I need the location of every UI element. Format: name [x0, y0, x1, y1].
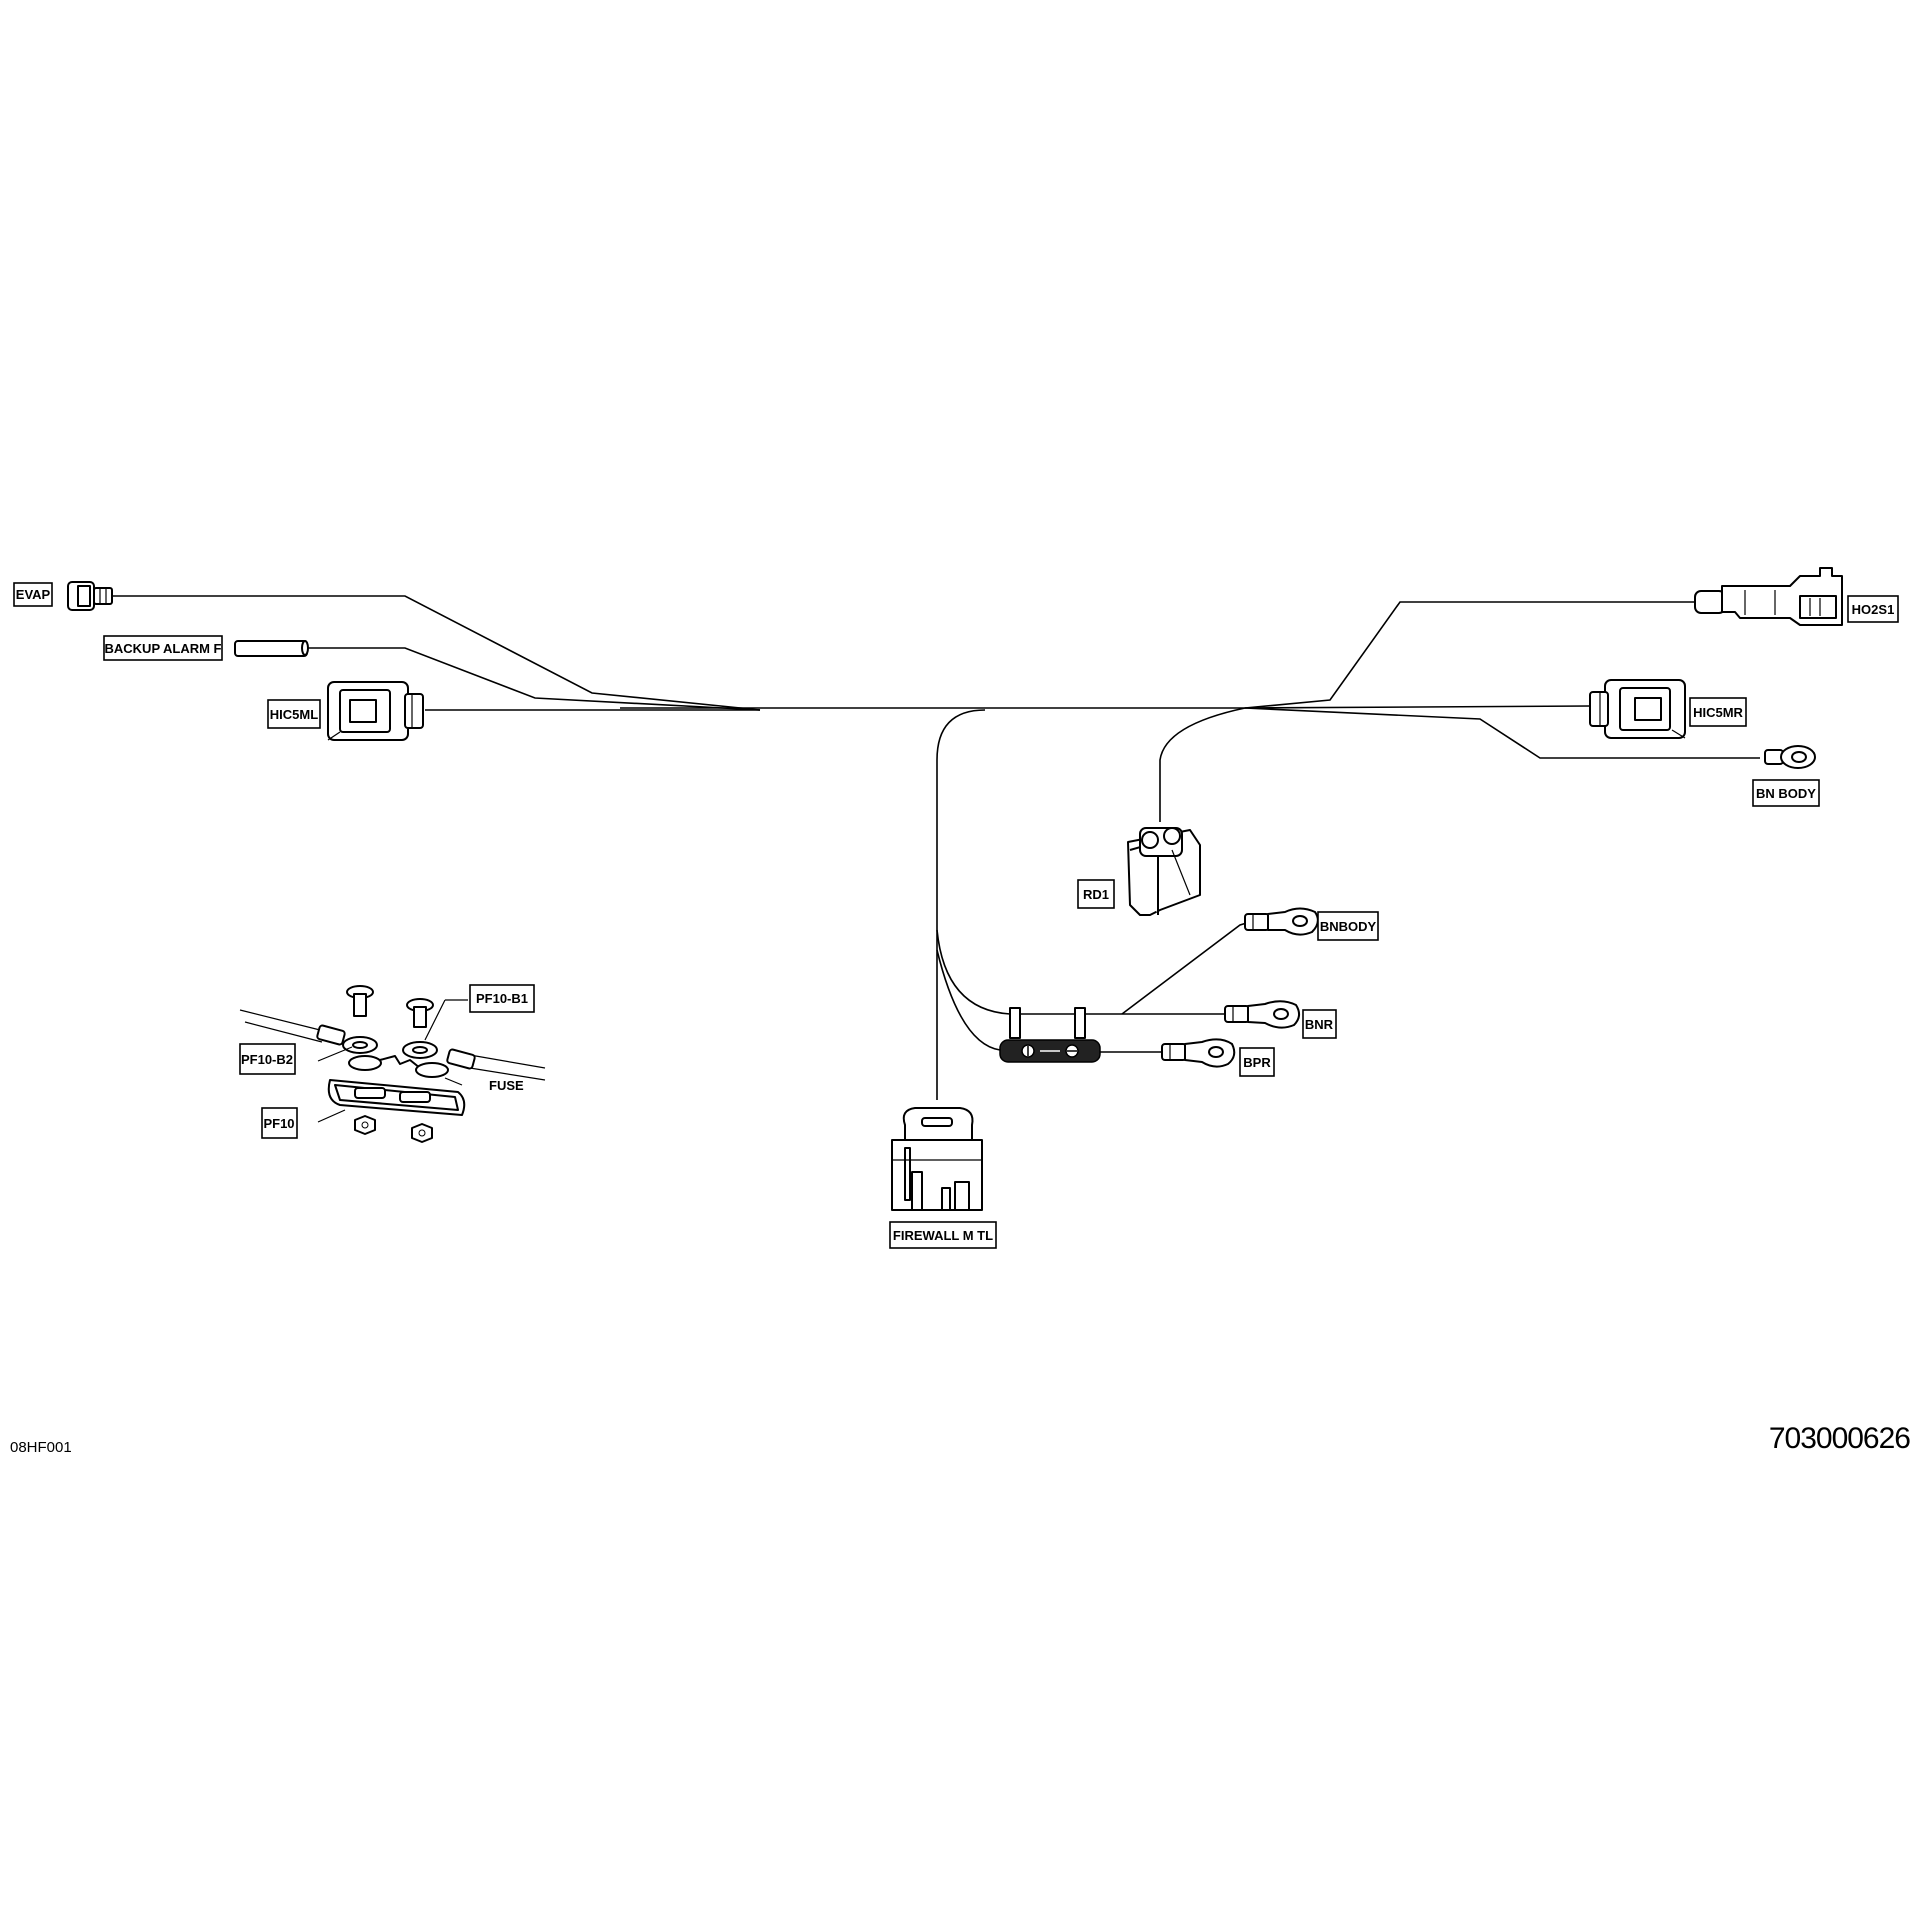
label-fuse: FUSE: [489, 1078, 524, 1093]
part-number: 703000626: [1769, 1422, 1910, 1455]
label-hic5mr: HIC5MR: [1689, 697, 1747, 727]
ho2s1-wire: [1244, 601, 1695, 709]
backup-alarm-wire: [305, 647, 761, 711]
harness-wires: [113, 595, 1760, 1100]
label-rd1: RD1: [1077, 879, 1115, 909]
hic5mr-wire: [1244, 705, 1591, 709]
label-evap: EVAP: [13, 582, 53, 607]
bpr-wire: [936, 949, 1001, 1051]
bn-body-ring-terminal: [1764, 745, 1816, 769]
bnr-wire: [936, 929, 1225, 1015]
bn-body-wire: [1244, 707, 1760, 759]
evap-wire: [113, 595, 761, 711]
label-bnr: BNR: [1302, 1009, 1337, 1039]
label-pf10-b1: PF10-B1: [469, 984, 535, 1013]
svg-text:BACKUP ALARM F: BACKUP ALARM F: [105, 641, 222, 656]
rd1-wire: [1159, 707, 1246, 822]
label-backup-alarm: BACKUP ALARM F: [103, 635, 223, 661]
pf10-fuse-block-exploded: [239, 985, 546, 1143]
label-bn-body: BN BODY: [1752, 779, 1820, 807]
label-pf10: PF10: [261, 1107, 298, 1139]
backup-alarm-connector: [234, 640, 309, 657]
svg-text:RD1: RD1: [1083, 887, 1109, 902]
bpr-ring-terminal: [1161, 1038, 1236, 1068]
svg-text:FIREWALL M TL: FIREWALL M TL: [893, 1228, 993, 1243]
firewall-connector: [891, 1107, 983, 1211]
bnbody-ring-terminal: [1244, 907, 1319, 936]
drawing-code: 08HF001: [10, 1439, 72, 1456]
hic5mr-connector: [1589, 679, 1686, 739]
svg-text:BNBODY: BNBODY: [1320, 919, 1377, 934]
label-hic5ml: HIC5ML: [267, 699, 321, 729]
label-firewall: FIREWALL M TL: [889, 1221, 997, 1249]
svg-text:HIC5ML: HIC5ML: [270, 707, 318, 722]
svg-text:HIC5MR: HIC5MR: [1693, 705, 1743, 720]
label-pf10-b2: PF10-B2: [239, 1043, 296, 1075]
svg-text:EVAP: EVAP: [16, 587, 51, 602]
rd1-relay: [1127, 827, 1201, 916]
firewall-wire: [936, 709, 986, 1100]
bnbody-wire: [1121, 921, 1251, 1015]
label-ho2s1: HO2S1: [1847, 595, 1899, 623]
bnr-ring-terminal: [1224, 1000, 1300, 1029]
svg-text:FUSE: FUSE: [489, 1078, 524, 1093]
svg-text:PF10: PF10: [263, 1116, 294, 1131]
svg-text:BN BODY: BN BODY: [1756, 786, 1816, 801]
svg-text:BPR: BPR: [1243, 1055, 1271, 1070]
svg-text:PF10-B2: PF10-B2: [241, 1052, 293, 1067]
label-bpr: BPR: [1239, 1047, 1275, 1077]
svg-text:PF10-B1: PF10-B1: [476, 991, 528, 1006]
evap-connector: [67, 581, 113, 611]
svg-text:HO2S1: HO2S1: [1852, 602, 1895, 617]
inline-fuse-holder: [999, 1007, 1101, 1063]
svg-text:BNR: BNR: [1305, 1017, 1334, 1032]
hic5ml-connector: [327, 681, 424, 741]
label-bnbody: BNBODY: [1317, 911, 1379, 941]
ho2s1-connector: [1694, 567, 1843, 626]
